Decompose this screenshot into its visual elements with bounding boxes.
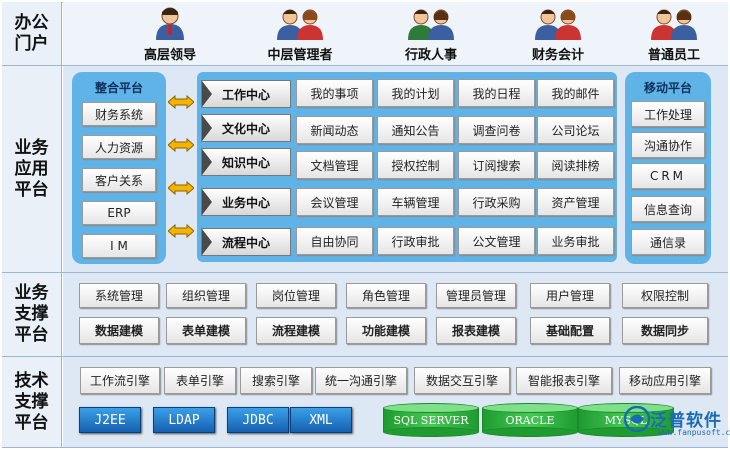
- support-report-modeling[interactable]: 报表建模: [436, 317, 516, 344]
- triangle-icon: [202, 189, 212, 215]
- business-item-procurement[interactable]: 行政采购: [458, 188, 535, 216]
- role-finance: 财务会计: [503, 6, 613, 66]
- work-item-my-mail[interactable]: 我的邮件: [537, 79, 614, 107]
- logo-icon: [624, 406, 650, 432]
- business-support-band-label: 业务支撑平台: [2, 273, 62, 356]
- mobile-item-crm[interactable]: CRM: [631, 163, 705, 189]
- database-sqlserver-icon: SQL SERVER: [383, 403, 479, 437]
- people-icon: [277, 9, 323, 40]
- culture-item-news[interactable]: 新闻动态: [296, 116, 373, 144]
- support-permission-ctrl[interactable]: 权限控制: [622, 283, 708, 308]
- business-item-vehicles[interactable]: 车辆管理: [377, 188, 454, 216]
- mobile-item-work[interactable]: 工作处理: [631, 101, 705, 127]
- engine-workflow[interactable]: 工作流引擎: [80, 367, 160, 394]
- role-staff: 普通员工: [619, 6, 729, 66]
- triangle-icon: [202, 115, 212, 141]
- support-data-sync[interactable]: 数据同步: [622, 317, 708, 344]
- center-knowledge[interactable]: 知识中心: [201, 148, 291, 176]
- integration-item-im[interactable]: I M: [82, 234, 156, 258]
- logo-name: 泛普软件: [650, 411, 722, 431]
- database-sqlserver-label: SQL SERVER: [393, 414, 469, 427]
- role-admin-hr: 行政人事: [376, 6, 486, 66]
- triangle-icon: [202, 149, 212, 175]
- work-item-my-schedule[interactable]: 我的日程: [458, 79, 535, 107]
- work-item-my-tasks[interactable]: 我的事项: [296, 79, 373, 107]
- engine-unified-comm[interactable]: 统一沟通引擎: [315, 367, 407, 394]
- support-org-mgmt[interactable]: 组织管理: [166, 283, 246, 308]
- knowledge-item-authorization[interactable]: 授权控制: [377, 151, 454, 179]
- support-system-mgmt[interactable]: 系统管理: [79, 283, 159, 308]
- center-process[interactable]: 流程中心: [201, 228, 291, 256]
- mobile-item-contacts[interactable]: 通信录: [631, 229, 705, 255]
- double-arrow-icon: [168, 138, 194, 152]
- tech-j2ee: J2EE: [79, 407, 141, 433]
- engine-mobile-app[interactable]: 移动应用引擎: [619, 367, 711, 394]
- business-app-band-label: 业务应用平台: [2, 66, 62, 272]
- mobile-item-collab[interactable]: 沟通协作: [631, 132, 705, 158]
- process-item-free-collab[interactable]: 自由协同: [296, 227, 373, 255]
- process-item-business-approval[interactable]: 业务审批: [537, 227, 614, 255]
- tech-xml: XML: [290, 407, 352, 433]
- business-item-assets[interactable]: 资产管理: [537, 188, 614, 216]
- portal-band-label: 办公门户: [2, 2, 62, 65]
- engine-search[interactable]: 搜索引擎: [240, 367, 312, 394]
- engine-form[interactable]: 表单引擎: [164, 367, 236, 394]
- center-culture[interactable]: 文化中心: [201, 114, 291, 142]
- engine-data-exchange[interactable]: 数据交互引擎: [414, 367, 510, 394]
- knowledge-item-subscribe-search[interactable]: 订阅搜索: [458, 151, 535, 179]
- engine-smart-report[interactable]: 智能报表引擎: [516, 367, 612, 394]
- work-item-my-plans[interactable]: 我的计划: [377, 79, 454, 107]
- logo-url: www.fanpusoft.com: [658, 428, 730, 437]
- culture-item-survey[interactable]: 调查问卷: [458, 116, 535, 144]
- people-icon: [535, 9, 581, 40]
- business-item-meetings[interactable]: 会议管理: [296, 188, 373, 216]
- portal-band: 办公门户 高层领导 中层管理者 行政人事 财务会计 普通员工: [2, 2, 728, 66]
- knowledge-item-reading-rank[interactable]: 阅读排榜: [537, 151, 614, 179]
- double-arrow-icon: [168, 95, 194, 109]
- integration-item-hr[interactable]: 人力资源: [82, 135, 156, 159]
- tech-jdbc: JDBC: [227, 407, 289, 433]
- person-icon: [156, 7, 184, 40]
- database-oracle-icon: ORACLE: [482, 403, 578, 437]
- integration-item-finance[interactable]: 财务系统: [82, 102, 156, 126]
- tech-ldap: LDAP: [153, 407, 215, 433]
- support-data-modeling[interactable]: 数据建模: [79, 317, 159, 344]
- center-business[interactable]: 业务中心: [201, 188, 291, 216]
- process-item-admin-approval[interactable]: 行政审批: [377, 227, 454, 255]
- people-icon: [408, 9, 454, 40]
- triangle-icon: [202, 229, 212, 255]
- portal-roles: 高层领导 中层管理者 行政人事 财务会计 普通员工: [63, 2, 728, 65]
- support-user-mgmt[interactable]: 用户管理: [530, 283, 610, 308]
- culture-item-notices[interactable]: 通知公告: [377, 116, 454, 144]
- mobile-item-query[interactable]: 信息查询: [631, 196, 705, 222]
- support-process-modeling[interactable]: 流程建模: [256, 317, 336, 344]
- support-admin-mgmt[interactable]: 管理员管理: [436, 283, 516, 308]
- support-post-mgmt[interactable]: 岗位管理: [256, 283, 336, 308]
- database-oracle-label: ORACLE: [505, 414, 555, 427]
- support-base-config[interactable]: 基础配置: [530, 317, 610, 344]
- integration-title: 整合平台: [94, 81, 143, 95]
- mobile-title: 移动平台: [643, 81, 692, 95]
- process-item-official-docs[interactable]: 公文管理: [458, 227, 535, 255]
- center-work[interactable]: 工作中心: [201, 80, 291, 108]
- double-arrow-icon: [168, 224, 194, 238]
- support-form-modeling[interactable]: 表单建模: [166, 317, 246, 344]
- support-function-modeling[interactable]: 功能建模: [346, 317, 426, 344]
- double-arrow-icon: [168, 181, 194, 195]
- knowledge-item-docs[interactable]: 文档管理: [296, 151, 373, 179]
- role-middle-manager: 中层管理者: [245, 6, 355, 66]
- culture-item-forum[interactable]: 公司论坛: [537, 116, 614, 144]
- people-icon: [651, 9, 697, 40]
- integration-item-crm[interactable]: 客户关系: [82, 168, 156, 192]
- triangle-icon: [202, 81, 212, 107]
- integration-item-erp[interactable]: ERP: [82, 201, 156, 225]
- role-senior-leader: 高层领导: [115, 6, 225, 66]
- support-role-mgmt[interactable]: 角色管理: [346, 283, 426, 308]
- company-logo: 泛普软件 www.fanpusoft.com: [620, 402, 730, 442]
- tech-support-band-label: 技术支撑平台: [2, 357, 62, 447]
